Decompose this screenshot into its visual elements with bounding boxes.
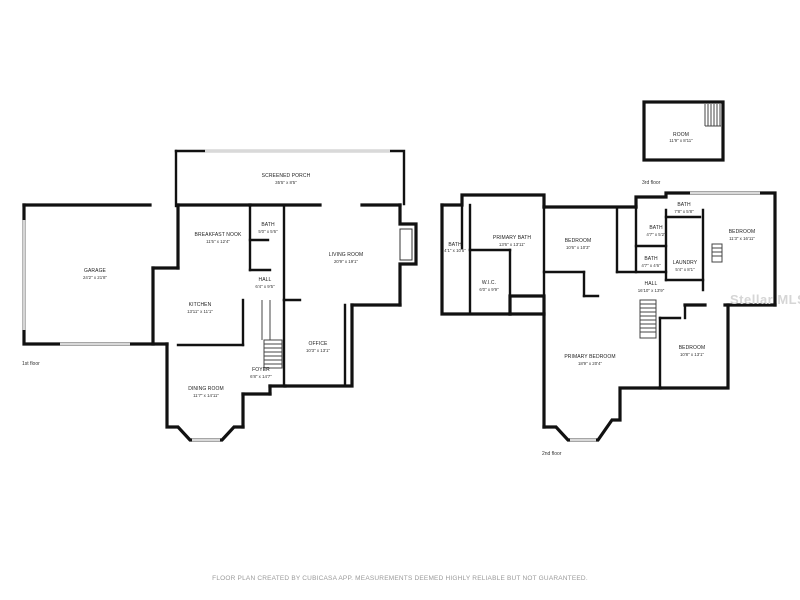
room-dims-bath-b: 4'7" x 5'2" bbox=[646, 232, 666, 237]
floor-plan-credit: FLOOR PLAN CREATED BY CUBICASA APP. MEAS… bbox=[212, 575, 588, 582]
room-name-bath-b: BATH bbox=[649, 225, 663, 231]
room-name-hall: HALL bbox=[259, 277, 272, 283]
room-name-dining-room: DINING ROOM bbox=[188, 386, 224, 392]
room-name-garage: GARAGE bbox=[84, 268, 107, 274]
room-dims-bath-c: 4'7" x 4'6" bbox=[641, 263, 661, 268]
floor-label-second: 2nd floor bbox=[542, 451, 562, 457]
room-name-bath-c: BATH bbox=[644, 256, 658, 262]
room-dims-living-room: 20'9" x 19'1" bbox=[334, 259, 359, 264]
room-name-screened-porch: SCREENED PORCH bbox=[262, 173, 311, 179]
room-name-hall-second: HALL bbox=[645, 281, 658, 287]
room-dims-bath-d: 7'8" x 5'8" bbox=[674, 209, 694, 214]
room-name-living-room: LIVING ROOM bbox=[329, 252, 363, 258]
room-dims-bath-a: 4'1" x 10'5" bbox=[444, 248, 466, 253]
room-name-primary-bedroom: PRIMARY BEDROOM bbox=[564, 354, 615, 360]
room-dims-room: 11'9" x 8'11" bbox=[669, 138, 693, 143]
room-dims-breakfast-nook: 11'5" x 12'4" bbox=[206, 239, 230, 244]
floor-label-third: 3rd floor bbox=[642, 180, 661, 186]
room-dims-foyer: 6'8" x 14'7" bbox=[250, 374, 272, 379]
first-floor-plan: SCREENED PORCH 35'5" x 8'5" BREAKFAST NO… bbox=[22, 149, 418, 442]
room-dims-office: 10'3" x 13'1" bbox=[306, 348, 331, 353]
second-floor-plan: BATH 4'1" x 10'5" PRIMARY BATH 13'6" x 1… bbox=[440, 191, 800, 457]
room-name-primary-bath: PRIMARY BATH bbox=[493, 235, 531, 241]
room-name-bath-d: BATH bbox=[677, 202, 691, 208]
room-name-bath: BATH bbox=[261, 222, 275, 228]
room-name-kitchen: KITCHEN bbox=[189, 302, 212, 308]
room-dims-garage: 24'2" x 21'8" bbox=[83, 275, 108, 280]
room-name-bath-a: BATH bbox=[448, 242, 462, 248]
room-dims-primary-bath: 13'6" x 13'11" bbox=[499, 242, 526, 247]
floor-label-first: 1st floor bbox=[22, 361, 40, 367]
room-dims-screened-porch: 35'5" x 8'5" bbox=[275, 180, 297, 185]
watermark: Stellar MLS bbox=[730, 292, 800, 307]
room-dims-hall: 6'4" x 9'5" bbox=[255, 284, 275, 289]
room-dims-bedroom-c: 10'8" x 13'1" bbox=[680, 352, 705, 357]
room-dims-primary-bedroom: 18'9" x 20'4" bbox=[578, 361, 603, 366]
room-dims-laundry: 5'4" x 8'1" bbox=[675, 267, 695, 272]
room-dims-wic: 6'0" x 9'9" bbox=[479, 287, 499, 292]
room-name-foyer: FOYER bbox=[252, 367, 270, 373]
room-name-breakfast-nook: BREAKFAST NOOK bbox=[195, 232, 242, 238]
room-name-bedroom-b: BEDROOM bbox=[729, 229, 756, 235]
room-dims-dining-room: 11'7" x 14'11" bbox=[193, 393, 219, 398]
room-name-office: OFFICE bbox=[309, 341, 328, 347]
room-dims-kitchen: 13'11" x 11'1" bbox=[187, 309, 213, 314]
room-dims-bedroom-b: 11'3" x 16'11" bbox=[729, 236, 755, 241]
room-dims-hall-second: 16'10" x 13'9" bbox=[638, 288, 665, 293]
room-name-laundry: LAUNDRY bbox=[673, 260, 698, 266]
room-dims-bath: 5'0" x 5'6" bbox=[258, 229, 278, 234]
third-floor-plan: ROOM 11'9" x 8'11" 3rd floor bbox=[642, 100, 725, 186]
room-dims-bedroom-a: 10'6" x 10'3" bbox=[566, 245, 591, 250]
room-name-wic: W.I.C. bbox=[482, 280, 496, 286]
room-name-room: ROOM bbox=[673, 132, 689, 138]
room-name-bedroom-c: BEDROOM bbox=[679, 345, 706, 351]
room-name-bedroom-a: BEDROOM bbox=[565, 238, 592, 244]
